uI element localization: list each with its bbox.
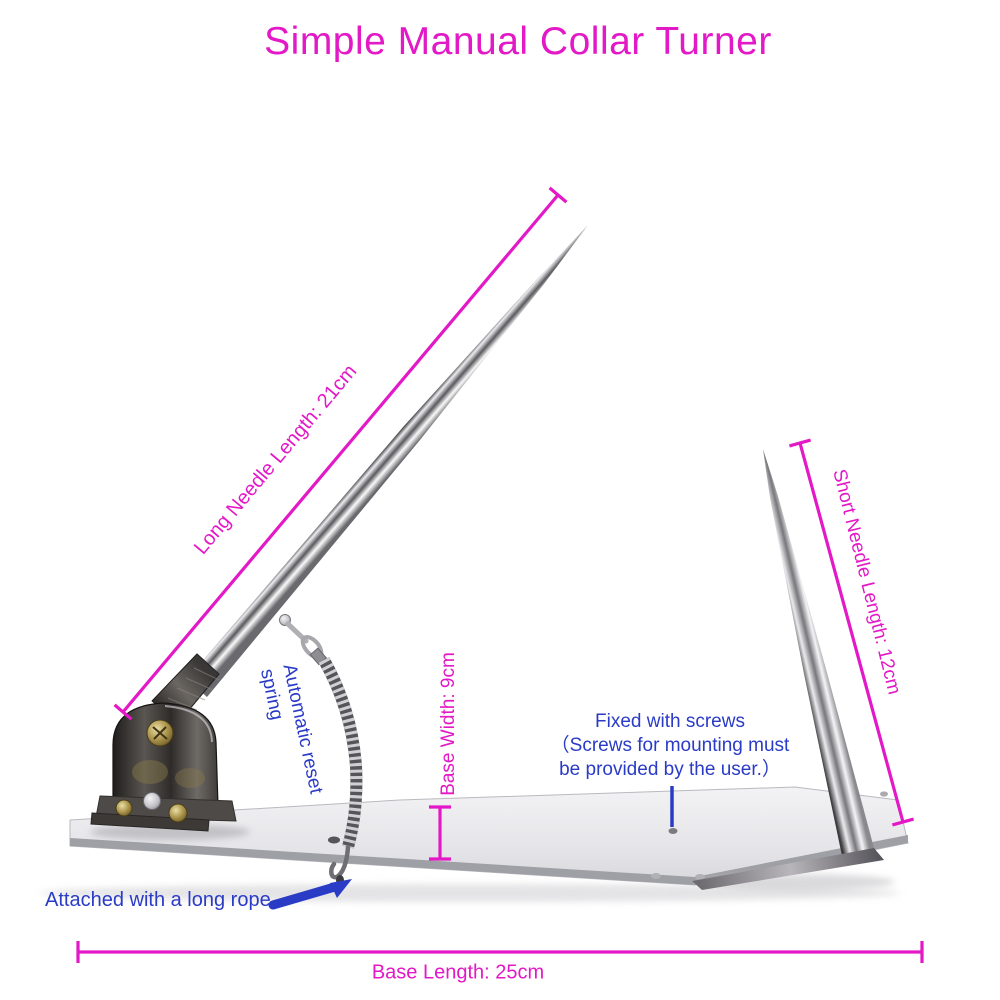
plate-shadow <box>40 884 900 902</box>
bracket-bump <box>175 768 205 788</box>
short-needle-shaft <box>763 449 874 856</box>
plate-hole <box>651 873 661 879</box>
page-title: Simple Manual Collar Turner <box>264 20 772 63</box>
plate-screw-hole <box>668 828 678 834</box>
attached-rope-label: Attached with a long rope <box>45 889 271 911</box>
base-width-label: Base Width: 9cm <box>438 652 459 796</box>
bracket-bump <box>132 760 168 784</box>
spring-hole <box>328 836 340 844</box>
long-needle-shaft <box>187 225 588 697</box>
reset-spring <box>279 614 363 885</box>
bracket-upright <box>112 702 219 807</box>
fixed-with-screws-note: Fixed with screws （Screws for mounting m… <box>551 710 790 782</box>
rope-pointer-arrow <box>268 879 352 910</box>
brass-screw <box>115 799 133 817</box>
fixed-with-screws-line2: （Screws for mounting must <box>550 735 790 756</box>
base-length-label: Base Length: 25cm <box>371 961 545 984</box>
base-length-dimension-line <box>76 941 924 963</box>
fixed-with-screws-line1: Fixed with screws <box>595 711 745 732</box>
bracket-rim-highlight <box>164 705 213 743</box>
screw-slot-icon <box>152 726 168 740</box>
base-plate <box>40 786 909 902</box>
short-needle <box>692 449 895 890</box>
short-needle-foot <box>692 848 884 890</box>
plate-hole <box>695 874 705 880</box>
silver-rivet <box>143 792 161 810</box>
bracket-flange <box>95 795 237 822</box>
brass-screw <box>168 803 188 823</box>
long-needle-dimension-line <box>113 186 568 721</box>
base-width-dimension-line <box>429 805 451 861</box>
spring-coil-turns <box>318 657 363 849</box>
fixed-with-screws-line3: be provided by the user.） <box>559 759 781 780</box>
short-needle-dimension-line <box>788 438 915 827</box>
bracket-shadow <box>90 824 250 840</box>
long-needle <box>151 225 588 724</box>
plate-hole <box>880 791 888 797</box>
mounting-bracket <box>90 702 250 840</box>
